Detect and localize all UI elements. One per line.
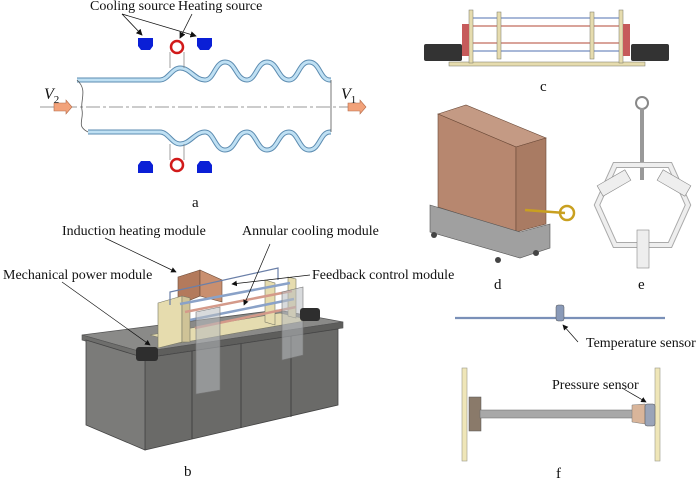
caption-e: e	[638, 277, 645, 293]
label-cooling-source: Cooling source	[90, 0, 176, 14]
label-heating-source: Heating source	[178, 0, 263, 14]
heating-ring-top	[169, 39, 185, 55]
pressure-sensor-body	[644, 403, 656, 427]
label-pressure-sensor: Pressure sensor	[552, 378, 639, 393]
induction-coil-d	[558, 204, 576, 222]
temperature-sensor-body	[555, 304, 565, 322]
heating-ring-bottom	[169, 157, 185, 173]
panel-f-sensors	[455, 304, 665, 462]
panel-c-top-view	[424, 9, 669, 67]
flow-arrow-v1	[347, 99, 367, 115]
motor-c-left	[424, 44, 462, 61]
cooling-block-bottom-right	[197, 161, 212, 173]
caption-d: d	[494, 277, 502, 293]
cabinet-side	[85, 339, 146, 451]
label-temperature-sensor: Temperature sensor	[586, 336, 696, 351]
caption-a: a	[192, 195, 199, 211]
label-feedback-control-module: Feedback control module	[312, 268, 455, 283]
label-annular-cooling-module: Annular cooling module	[242, 224, 379, 239]
flow-arrow-v2	[53, 99, 73, 115]
motor-left	[136, 347, 158, 361]
cart-base	[429, 204, 551, 259]
cooling-block-top-right	[197, 38, 212, 50]
cooling-block-top-left	[138, 38, 153, 50]
tube-cut-edge	[76, 79, 89, 133]
label-induction-heating-module: Induction heating module	[62, 224, 206, 239]
label-v1: V1	[341, 86, 357, 107]
label-mechanical-power-module: Mechanical power module	[3, 268, 153, 283]
panel-b-machine	[61, 237, 344, 451]
cooling-block-bottom-left	[138, 161, 153, 173]
motor-c-right	[631, 44, 669, 61]
label-v2: V2	[44, 86, 60, 107]
caption-c: c	[540, 79, 547, 95]
motor-right	[300, 308, 320, 321]
caption-f: f	[556, 466, 561, 482]
panel-a-diagram	[40, 13, 367, 173]
caption-b: b	[184, 464, 192, 480]
panel-d-control-box	[429, 104, 576, 263]
panel-e-clamp	[593, 96, 692, 269]
